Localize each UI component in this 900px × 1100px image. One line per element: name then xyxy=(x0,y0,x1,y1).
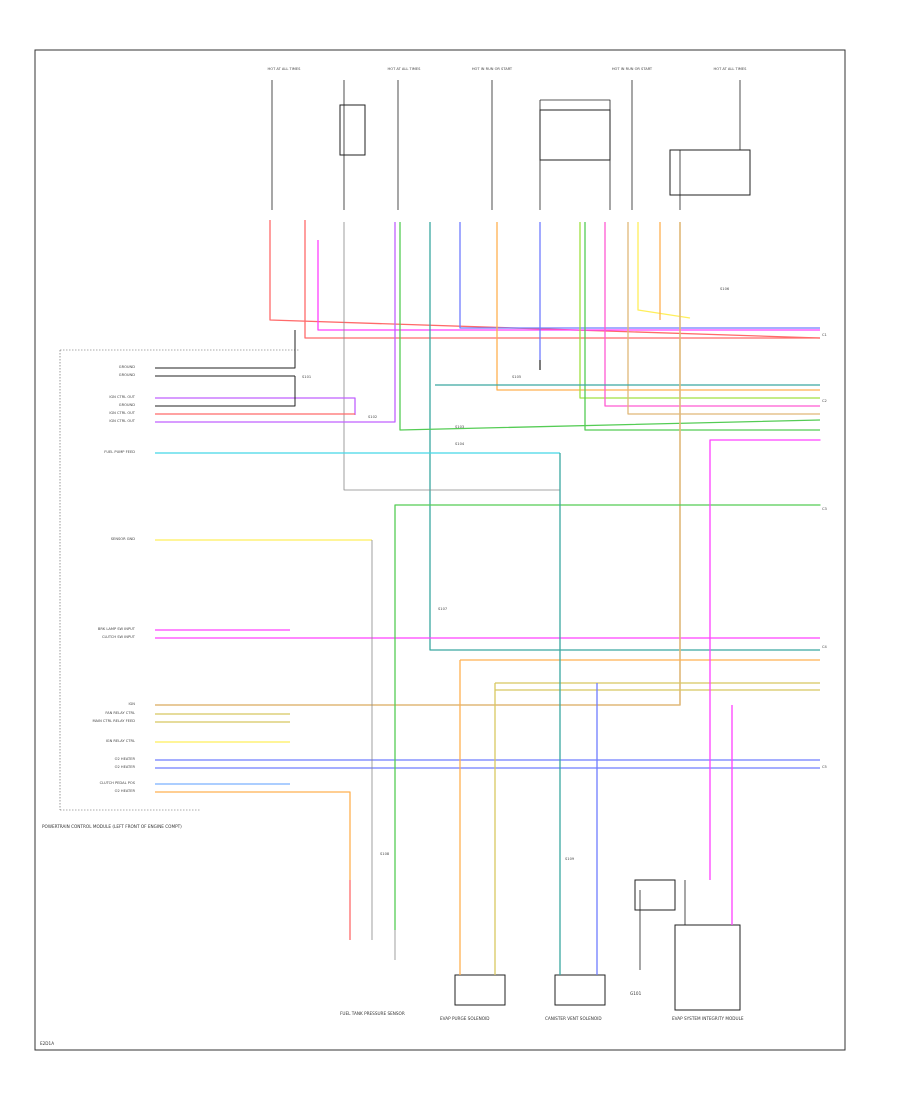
pcm-pin-label: MAIN CTRL RELAY FEED xyxy=(92,719,135,723)
pcm-pin-label: GROUND xyxy=(119,373,135,377)
splice-label: S102 xyxy=(368,415,377,419)
pcm-pin-label: CLUTCH SW INPUT xyxy=(102,635,136,639)
relay-1-box xyxy=(339,104,366,156)
wire-tan xyxy=(155,222,681,706)
relay-3-box xyxy=(669,149,751,196)
fuse-labels: HOT AT ALL TIMES HOT AT ALL TIMES HOT IN R… xyxy=(268,67,748,71)
splice-label: S107 xyxy=(438,607,447,611)
pcm-pin-label: CLUTCH PEDAL POS xyxy=(100,781,136,785)
splice-label: S101 xyxy=(302,375,311,379)
connector-label: C5 xyxy=(822,765,827,769)
wire-orange xyxy=(155,791,351,880)
component-ground-g101: G101 xyxy=(630,991,642,996)
splice-label: S105 xyxy=(512,375,521,379)
wire-red xyxy=(304,220,820,339)
fuse-label: HOT IN RUN OR START xyxy=(472,67,513,71)
pcm-pin-labels: GROUND GROUND IGN CTRL OUT GROUND IGN CTRL O… xyxy=(92,365,135,793)
wire-violet xyxy=(155,397,356,415)
component-fuel-tank-pressure-sensor: FUEL TANK PRESSURE SENSOR xyxy=(340,1011,405,1016)
wire-green xyxy=(584,222,820,431)
splice-label: S108 xyxy=(380,852,390,856)
component-canister-vent-solenoid: CANISTER VENT SOLENOID xyxy=(545,1016,602,1021)
component-labels: FUEL TANK PRESSURE SENSOR EVAP PURGE SOL… xyxy=(340,991,744,1021)
wire-teal xyxy=(429,222,820,651)
pcm-pin-label: IGN CTRL OUT xyxy=(109,411,135,415)
footer-code: E2D1A xyxy=(40,1041,54,1046)
connector-label: C2 xyxy=(822,399,827,403)
pcm-pin-label: GROUND xyxy=(119,403,135,407)
splice-labels: S101 S102 S103 S104 S105 S106 S107 S108 … xyxy=(302,287,730,861)
fuse-label: HOT AT ALL TIMES xyxy=(388,67,422,71)
pcm-pin-label: FUEL PUMP FEED xyxy=(104,450,135,454)
wire-magenta xyxy=(317,240,820,331)
pcm-pin-label: IGN xyxy=(128,702,135,706)
evap-module-box xyxy=(674,924,741,1011)
wire-black xyxy=(155,330,296,369)
splice-label: S104 xyxy=(455,442,465,446)
pcm-pin-label: IGN RELAY CTRL xyxy=(106,739,135,743)
wire-yellow xyxy=(637,222,691,319)
pcm-pin-label: BRK LAMP SW INPUT xyxy=(98,627,136,631)
fuse-label: HOT AT ALL TIMES xyxy=(714,67,748,71)
fuse-label: HOT AT ALL TIMES xyxy=(268,67,302,71)
wire-orange xyxy=(496,222,820,391)
splice-label: S109 xyxy=(565,857,575,861)
wire-black xyxy=(155,376,296,407)
wire-green xyxy=(394,504,821,930)
component-evap-module: EVAP SYSTEM INTEGRITY MODULE xyxy=(672,1016,744,1021)
wire-lime xyxy=(579,222,820,399)
wire-tan xyxy=(627,222,820,415)
fuse-label: HOT IN RUN OR START xyxy=(612,67,653,71)
evap-purge-box xyxy=(454,974,506,1006)
splice-label: S103 xyxy=(455,425,464,429)
connector-label: C1 xyxy=(822,333,827,337)
component-box-right xyxy=(634,879,676,911)
pcm-label: POWERTRAIN CONTROL MODULE (LEFT FRONT OF… xyxy=(42,824,182,829)
wire-gray xyxy=(343,222,560,491)
wire-pink xyxy=(604,222,820,407)
pcm-pin-label: O2 HEATER xyxy=(115,789,136,793)
relay-2-box xyxy=(539,109,611,161)
pcm-pin-label: SENSOR GND xyxy=(111,537,135,541)
wire-magenta xyxy=(709,439,821,880)
connector-label: C3 xyxy=(822,507,827,511)
wire-red xyxy=(269,220,821,339)
wire-layer xyxy=(155,80,821,975)
pcm-pin-label: O2 HEATER xyxy=(115,757,136,761)
connector-label: C4 xyxy=(822,645,828,649)
pcm-pin-label: O2 HEATER xyxy=(115,765,136,769)
canister-vent-box xyxy=(554,974,606,1006)
relay-group xyxy=(339,104,751,1011)
pcm-pin-label: FAN RELAY CTRL xyxy=(105,711,135,715)
pcm-pin-label: GROUND xyxy=(119,365,135,369)
splice-label: S106 xyxy=(720,287,730,291)
pcm-pin-label: IGN CTRL OUT xyxy=(109,395,135,399)
pcm-outline xyxy=(59,349,300,811)
connector-labels: C1 C2 C3 C4 C5 xyxy=(822,333,828,769)
component-evap-purge-solenoid: EVAP PURGE SOLENOID xyxy=(440,1016,490,1021)
wire-black xyxy=(540,99,611,210)
diagram-border xyxy=(34,49,846,1051)
pcm-pin-label: IGN CTRL OUT xyxy=(109,419,135,423)
wire-blue xyxy=(459,222,820,329)
wire-violet xyxy=(155,222,396,423)
